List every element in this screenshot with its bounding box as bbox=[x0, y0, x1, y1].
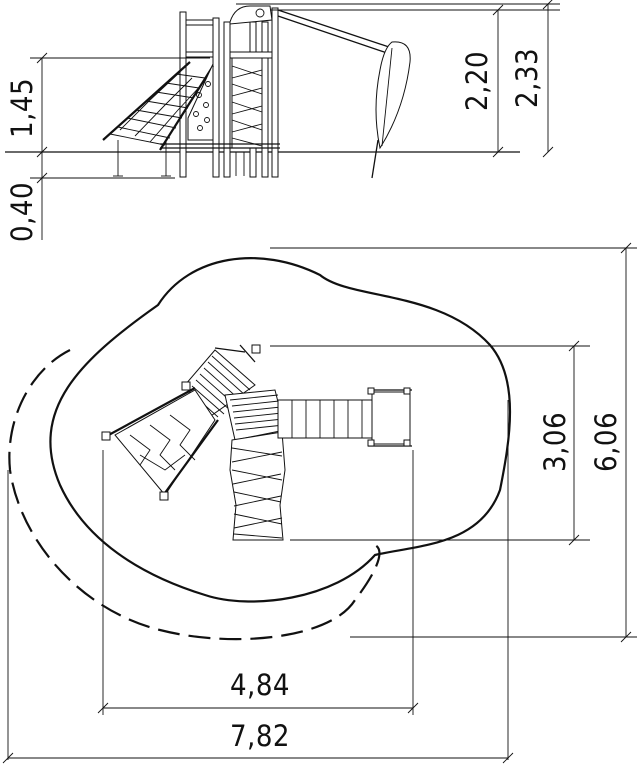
climbing-net bbox=[102, 61, 214, 151]
plan-view: 4,84 7,82 3,06 6,06 bbox=[2, 242, 637, 764]
dimension-depth bbox=[568, 242, 632, 643]
dim-frame-width: 4,84 bbox=[230, 668, 290, 702]
dim-slide-height: 2,20 bbox=[460, 51, 494, 111]
dimension-height-left bbox=[30, 52, 210, 240]
dim-platform-height: 1,45 bbox=[5, 78, 39, 138]
climbing-wall bbox=[187, 63, 214, 141]
safety-area-outline bbox=[49, 257, 512, 603]
sail-arm bbox=[277, 9, 411, 179]
spiral-slide-side bbox=[231, 57, 263, 149]
dim-total-height: 2,33 bbox=[510, 48, 544, 108]
dimension-width bbox=[2, 702, 514, 764]
side-elevation: 1,45 0,40 2,20 2,33 bbox=[5, 0, 560, 242]
dimension-height-right bbox=[236, 0, 560, 158]
safety-area-dashed bbox=[8, 349, 381, 641]
top-frame bbox=[185, 5, 273, 59]
dim-total-depth: 6,06 bbox=[589, 412, 623, 472]
tower-plan bbox=[101, 344, 412, 541]
dim-total-width: 7,82 bbox=[230, 719, 290, 753]
plan-extension-lines bbox=[7, 247, 637, 760]
dim-frame-depth: 3,06 bbox=[538, 412, 572, 472]
dim-ground-depth: 0,40 bbox=[5, 182, 39, 242]
